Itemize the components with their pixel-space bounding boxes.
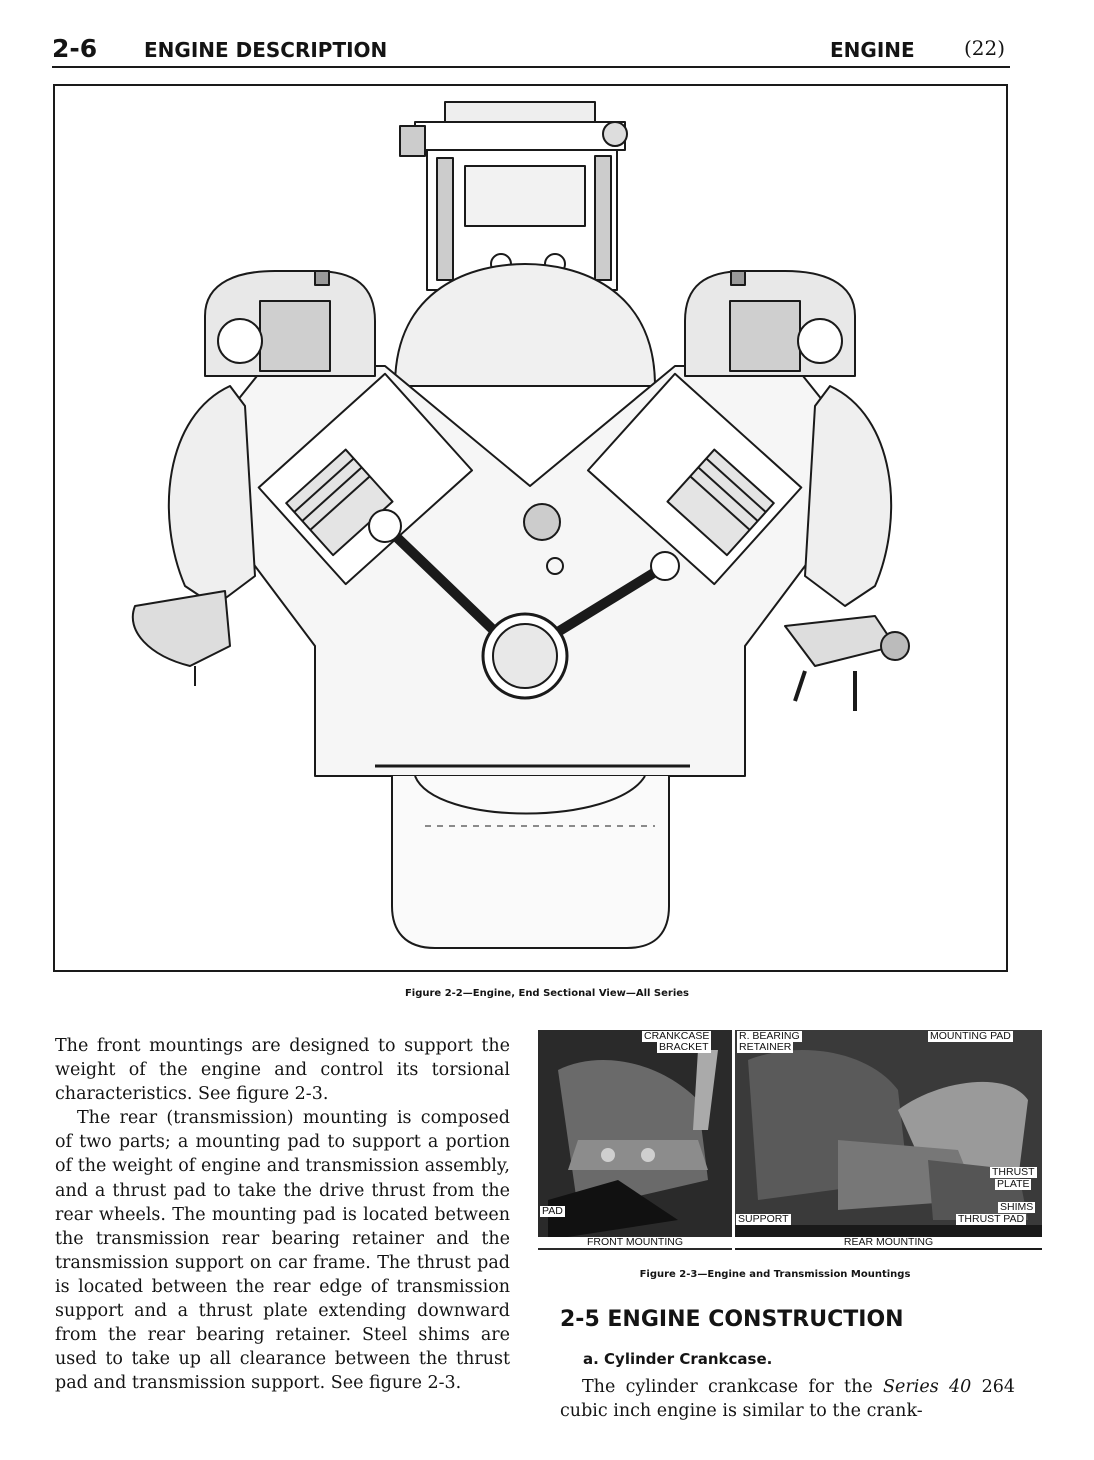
label-r-bearing: R. BEARING <box>737 1030 802 1042</box>
label-front-mounting: FRONT MOUNTING <box>538 1237 732 1248</box>
label-mounting-pad: MOUNTING PAD <box>928 1030 1013 1042</box>
crankcase-text-after: 264 cubic inch engine is similar to the … <box>560 1377 1015 1422</box>
mounting-photos <box>538 1030 1042 1250</box>
figure-2-3-caption: Figure 2-3—Engine and Transmission Mount… <box>639 1269 911 1280</box>
subheading-cylinder-crankcase: a. Cylinder Crankcase. <box>583 1350 773 1368</box>
paragraph-front-mountings: The front mountings are designed to supp… <box>55 1036 510 1105</box>
label-plate: PLATE <box>995 1178 1032 1190</box>
chapter-title: ENGINE <box>830 38 915 62</box>
label-rear-mounting: REAR MOUNTING <box>735 1237 1042 1248</box>
label-pad: PAD <box>540 1205 565 1217</box>
crankcase-text-before: The cylinder crankcase for the <box>582 1377 884 1397</box>
series-name: Series 40 <box>883 1377 972 1397</box>
header-rule <box>52 66 1010 68</box>
section-heading-engine-construction: 2-5 ENGINE CONSTRUCTION <box>560 1307 904 1332</box>
paragraph-cylinder-crankcase: The cylinder crankcase for the Series 40… <box>560 1375 1015 1423</box>
body-text-left: The front mountings are designed to supp… <box>55 1034 510 1395</box>
figure-2-2-caption: Figure 2-2—Engine, End Sectional View—Al… <box>404 988 690 999</box>
paragraph-rear-mounting: The rear (transmission) mounting is comp… <box>55 1108 510 1394</box>
mounting-photo-figure: CRANKCASE BRACKET R. BEARING RETAINER MO… <box>538 1030 1042 1250</box>
page-number: 2-6 <box>52 34 98 63</box>
label-support: SUPPORT <box>736 1213 791 1225</box>
label-bracket: BRACKET <box>657 1041 711 1053</box>
label-shims: SHIMS <box>998 1201 1036 1213</box>
label-thrust: THRUST <box>990 1166 1037 1178</box>
engine-sectional-figure <box>53 84 1008 972</box>
engine-sectional-drawing <box>131 101 910 949</box>
sheet-number: (22) <box>964 36 1006 60</box>
label-crankcase: CRANKCASE <box>642 1030 712 1042</box>
label-thrust-pad: THRUST PAD <box>956 1213 1027 1225</box>
section-title: ENGINE DESCRIPTION <box>144 38 388 62</box>
label-retainer: RETAINER <box>737 1041 794 1053</box>
page-header: 2-6 ENGINE DESCRIPTION ENGINE (22) <box>52 34 1010 68</box>
